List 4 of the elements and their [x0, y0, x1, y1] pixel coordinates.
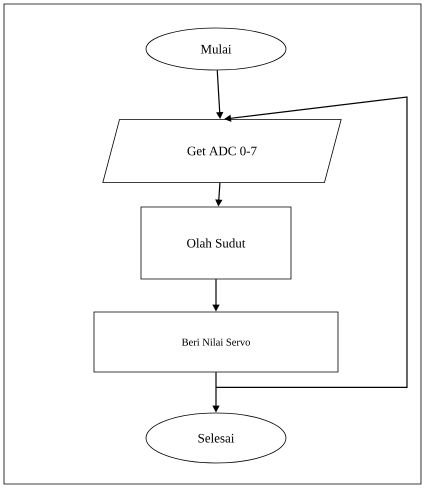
loop-arrow [216, 96, 408, 388]
process-box: Olah Sudut [140, 206, 292, 280]
process-box: Beri Nilai Servo [94, 312, 338, 372]
io-parallelogram: Get ADC 0-7 [102, 119, 342, 183]
